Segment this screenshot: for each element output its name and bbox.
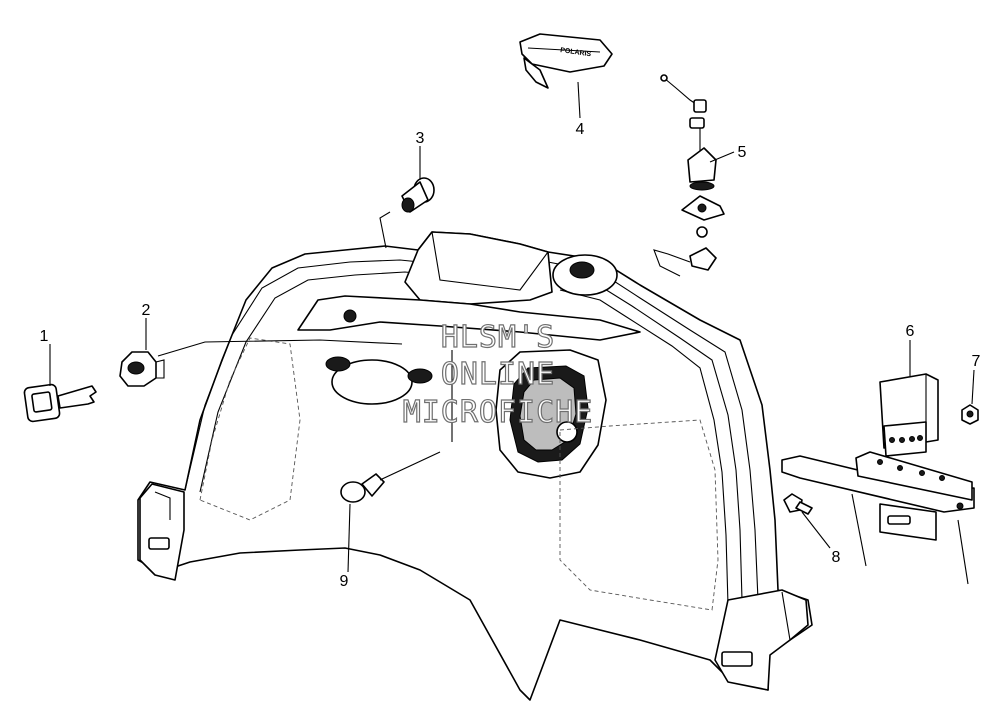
callout-4: 4 [576, 121, 585, 138]
part-rail [781, 451, 975, 541]
part-grommet [401, 177, 435, 213]
callout-3: 3 [416, 130, 425, 147]
part-tether-switch [653, 74, 725, 277]
part-plug [340, 451, 441, 503]
callout-7: 7 [972, 353, 981, 370]
part-bolt [783, 493, 813, 515]
watermark-line-1: HLSM'S [441, 320, 555, 355]
watermark: HLSM'S ONLINE MICROFICHE [402, 319, 594, 430]
part-key [23, 383, 97, 423]
body-panel [137, 231, 813, 701]
watermark-line-2: ONLINE [441, 357, 555, 392]
callout-6: 6 [906, 323, 915, 340]
part-module [879, 373, 939, 457]
callouts: 1 2 3 4 5 6 7 8 9 [40, 121, 981, 590]
callout-1: 1 [40, 328, 49, 345]
watermark-line-3: MICROFICHE [403, 395, 594, 430]
part-small-nut [961, 404, 979, 425]
callout-9: 9 [340, 573, 349, 590]
strap-brand-text: POLARIS [560, 47, 592, 58]
callout-8: 8 [832, 549, 841, 566]
part-nut [119, 351, 165, 387]
part-strap: POLARIS [519, 33, 613, 89]
callout-2: 2 [142, 302, 151, 319]
callout-5: 5 [738, 144, 747, 161]
leader-lines [49, 81, 975, 585]
